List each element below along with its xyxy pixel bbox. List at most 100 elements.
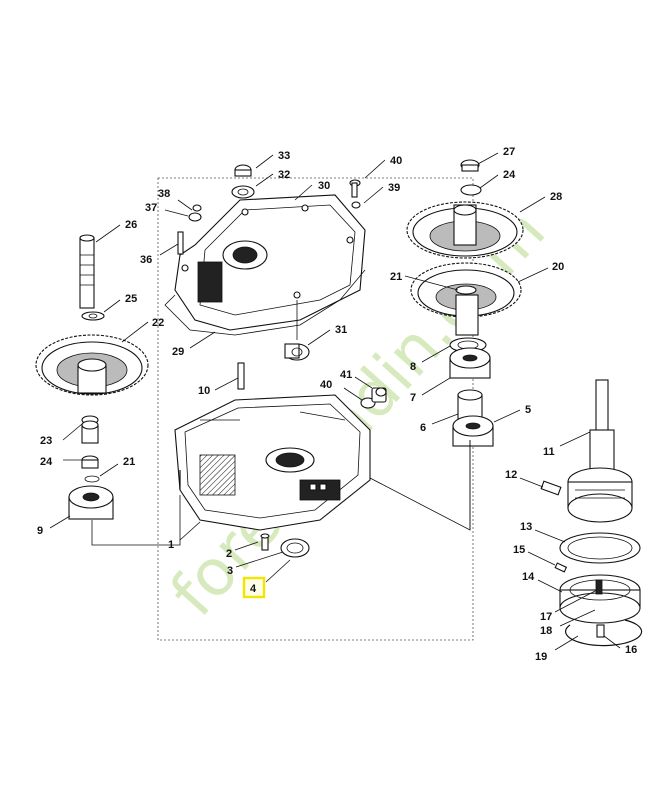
svg-text:38: 38 <box>158 188 170 200</box>
svg-text:11: 11 <box>543 446 555 458</box>
svg-text:28: 28 <box>550 191 562 203</box>
callout-25: 24 <box>40 456 82 468</box>
bushing-parts <box>81 415 99 469</box>
screw-part <box>349 179 361 209</box>
plug-part <box>360 387 387 409</box>
svg-text:23: 23 <box>40 435 52 447</box>
svg-text:20: 20 <box>552 261 564 273</box>
svg-text:22: 22 <box>152 317 164 329</box>
drive-shaft-part-11 <box>567 379 633 523</box>
connector-line-right <box>369 440 471 531</box>
bearing-part-9 <box>68 485 114 520</box>
oil-seal-part-3 <box>280 538 310 558</box>
pin-part-15 <box>554 562 568 573</box>
svg-text:17: 17 <box>540 611 552 623</box>
callout-17: 17 <box>540 589 598 623</box>
large-gear-part-28 <box>406 201 524 259</box>
callout-21: 21 <box>390 271 459 291</box>
callout-37: 38 <box>158 188 193 211</box>
svg-text:2: 2 <box>226 548 232 560</box>
callout-41: 41 <box>340 369 373 389</box>
circlip-part-23 <box>84 475 100 483</box>
washer-part-26 <box>81 311 105 321</box>
callout-9: 9 <box>37 515 71 537</box>
ring-part-13 <box>559 532 641 564</box>
callout-26: 25 <box>103 293 137 313</box>
svg-text:15: 15 <box>513 544 525 556</box>
callout-30: 29 <box>172 331 216 358</box>
dowel-pin-part <box>177 231 184 255</box>
connector-line-left <box>91 495 181 546</box>
svg-text:26: 26 <box>125 219 137 231</box>
bearing-part-32 <box>284 343 310 361</box>
callout-15: 15 <box>513 544 556 566</box>
gearbox-cover-part <box>164 194 366 336</box>
svg-text:31: 31 <box>335 324 347 336</box>
callout-31: 30 <box>294 180 330 201</box>
callout-23: 21 <box>99 456 135 477</box>
callout-36: 37 <box>145 202 189 217</box>
callout-24-right: 24 <box>479 169 516 189</box>
svg-text:6: 6 <box>420 422 426 434</box>
svg-text:33: 33 <box>278 150 290 162</box>
pin-part-16 <box>596 624 605 638</box>
pin-part <box>237 362 245 390</box>
callout-24-left: 23 <box>40 423 83 447</box>
svg-text:30: 30 <box>318 180 330 192</box>
bearing-part-5 <box>452 415 494 447</box>
callout-14: 14 <box>522 571 563 593</box>
washer-part-24 <box>460 184 482 196</box>
svg-text:21: 21 <box>123 456 135 468</box>
callout-16: 16 <box>603 635 637 656</box>
callout-7: 7 <box>410 377 451 404</box>
bearing-part-7 <box>449 347 491 379</box>
callout-10: 10 <box>198 377 239 397</box>
svg-text:36: 36 <box>140 254 152 266</box>
svg-text:32: 32 <box>278 169 290 181</box>
svg-text:16: 16 <box>625 644 637 656</box>
svg-text:29: 29 <box>172 346 184 358</box>
svg-text:7: 7 <box>410 392 416 404</box>
svg-text:40: 40 <box>320 379 332 391</box>
svg-text:24: 24 <box>503 169 516 181</box>
svg-text:27: 27 <box>503 146 515 158</box>
svg-text:12: 12 <box>505 469 517 481</box>
callout-39: 40 <box>364 155 402 179</box>
svg-text:5: 5 <box>525 404 531 416</box>
seal-ring-part <box>231 185 255 199</box>
circlip-part-19 <box>564 619 643 647</box>
callout-18: 18 <box>540 609 596 637</box>
callout-19: 19 <box>535 635 579 663</box>
callout-34: 33 <box>255 150 290 169</box>
svg-text:25: 25 <box>125 293 137 305</box>
coupling-part-14 <box>559 574 641 624</box>
callout-40: 40 <box>320 379 363 401</box>
cap-part-29 <box>460 159 480 172</box>
gearbox-housing-part <box>174 394 371 531</box>
callout-3: 3 <box>227 551 284 577</box>
svg-text:21: 21 <box>390 271 402 283</box>
svg-text:39: 39 <box>388 182 400 194</box>
svg-text:3: 3 <box>227 565 233 577</box>
svg-text:19: 19 <box>535 651 547 663</box>
svg-text:40: 40 <box>390 155 402 167</box>
svg-text:13: 13 <box>520 521 532 533</box>
callout-11: 11 <box>543 431 591 458</box>
callout-27: 26 <box>95 219 137 243</box>
callout-5: 5 <box>493 404 531 423</box>
callout-22: 22 <box>121 317 164 343</box>
callout-13: 13 <box>520 521 566 543</box>
callout-38: 39 <box>363 182 400 204</box>
svg-text:24: 24 <box>40 456 53 468</box>
callout-33: 32 <box>255 169 290 187</box>
svg-text:8: 8 <box>410 361 416 373</box>
screw-part-2 <box>260 533 270 551</box>
cap-part <box>234 164 252 177</box>
callout-28: 28 <box>519 191 562 213</box>
callout-6: 6 <box>420 413 459 434</box>
callout-4-highlighted: 4 <box>242 559 291 599</box>
callout-1: 1 <box>168 521 201 551</box>
svg-text:18: 18 <box>540 625 552 637</box>
callout-35: 36 <box>140 243 179 266</box>
